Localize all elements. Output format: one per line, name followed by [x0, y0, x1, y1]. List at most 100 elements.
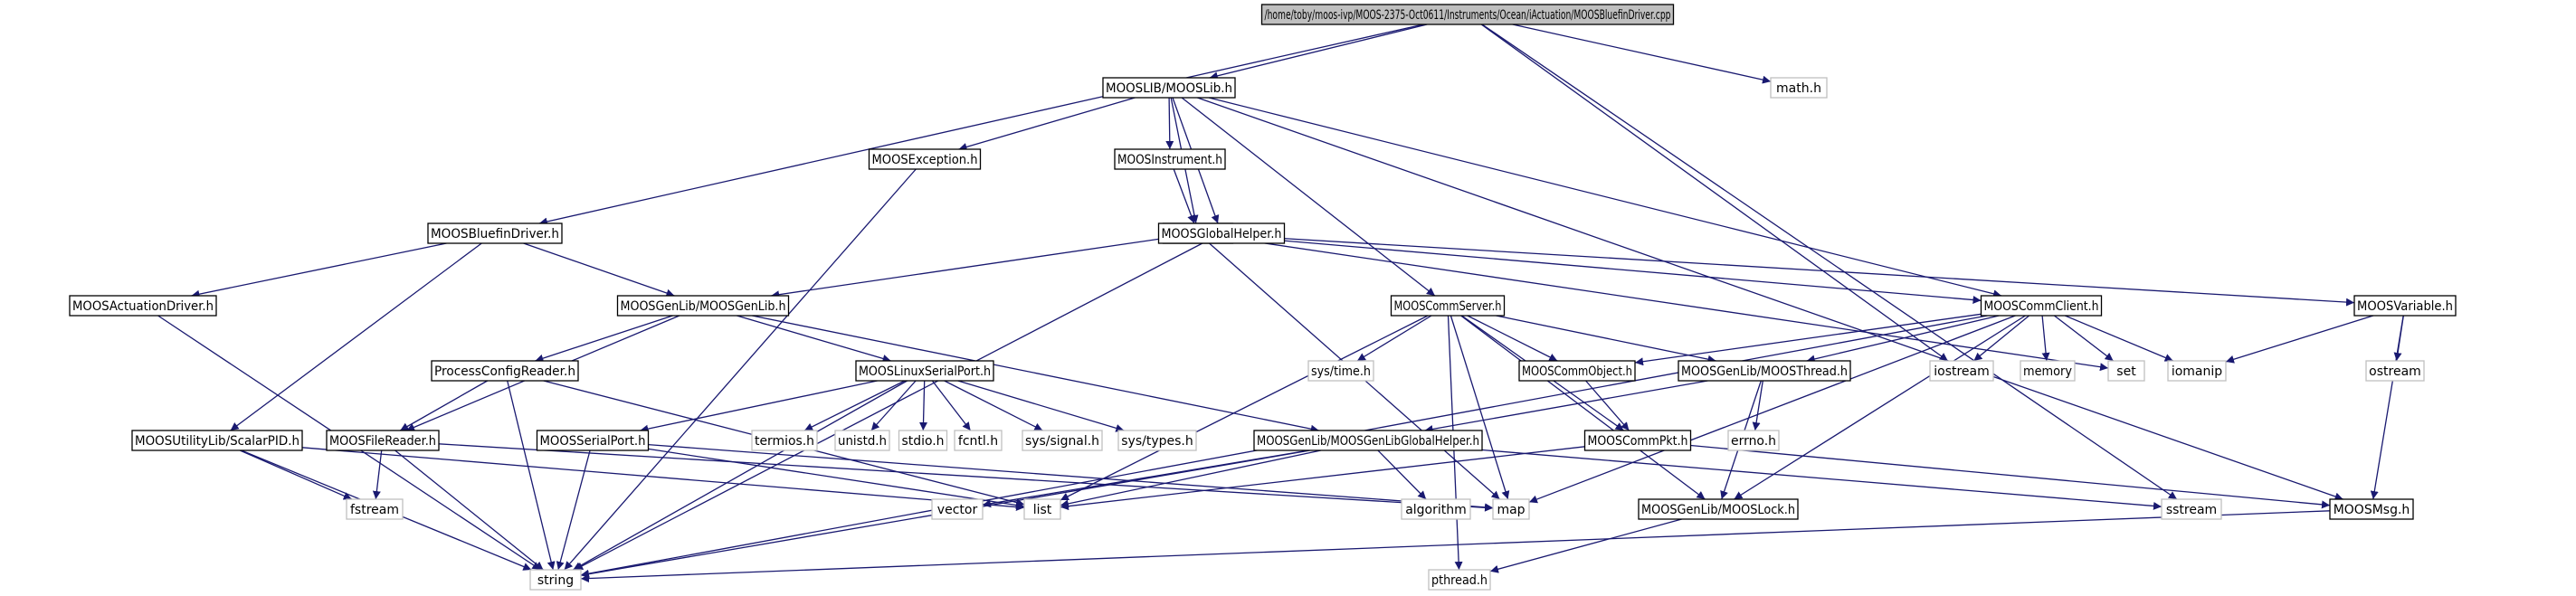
edge-commserver-to-moosthread — [1496, 315, 1716, 364]
node-box — [2353, 295, 2457, 317]
edge-linuxserial-to-unistd — [870, 380, 917, 431]
node-mooslib[interactable]: MOOSLIB/MOOSLib.h — [1102, 77, 1236, 99]
node-root[interactable]: /home/toby/moos-ivp/MOOS-2375-Oct0611/In… — [1260, 4, 1675, 25]
node-label: MOOSException.h — [872, 153, 978, 167]
node-moosmsg[interactable]: MOOSMsg.h — [2329, 498, 2414, 520]
node-label: fcntl.h — [958, 434, 998, 449]
node-label: MOOSBluefinDriver.h — [431, 227, 559, 241]
node-box — [1678, 360, 1851, 382]
node-box — [616, 295, 790, 317]
edge-commserver-to-mooslock — [1460, 315, 1706, 500]
node-moosinstrument[interactable]: MOOSInstrument.h — [1114, 148, 1226, 170]
node-label: sstream — [2166, 503, 2217, 517]
edge-linuxserial-to-syssignal — [944, 380, 1043, 431]
edge-root-to-sstream — [1481, 24, 2178, 500]
node-label: math.h — [1776, 81, 1821, 96]
node-box — [529, 569, 582, 591]
node-ostream: ostream — [2365, 360, 2425, 382]
node-linuxserial[interactable]: MOOSLinuxSerialPort.h — [855, 360, 994, 382]
node-label: algorithm — [1405, 503, 1467, 517]
node-label: MOOSMsg.h — [2334, 503, 2410, 517]
node-box — [346, 498, 404, 520]
edge-scalarpid-to-list — [301, 447, 1025, 512]
edge-moosthread-to-globalhelperlib — [1424, 380, 1708, 433]
node-label: MOOSFileReader.h — [329, 434, 436, 449]
edge-mooslib-to-moosexception — [958, 97, 1136, 151]
node-box — [1157, 222, 1286, 244]
edge-root-to-bluefindriver — [538, 24, 1424, 226]
node-set: set — [2107, 360, 2145, 382]
node-label: map — [1497, 503, 1525, 517]
node-commobject[interactable]: MOOSCommObject.h — [1518, 360, 1636, 382]
edge-root-to-mathh — [1512, 24, 1772, 84]
edge-bluefindriver-to-actuationdriver — [191, 242, 447, 298]
node-label: MOOSSerialPort.h — [540, 434, 646, 449]
node-string: string — [529, 569, 582, 591]
node-box — [834, 430, 890, 451]
node-iomanip: iomanip — [2167, 360, 2227, 382]
edge-commclient-to-commobject — [1634, 313, 1982, 366]
node-serialport[interactable]: MOOSSerialPort.h — [536, 430, 650, 451]
node-vector: vector — [931, 498, 984, 520]
edge-bluefindriver-to-scalarpid — [230, 242, 482, 431]
node-commserver[interactable]: MOOSCommServer.h — [1390, 295, 1506, 317]
node-box — [131, 430, 303, 451]
node-box — [1023, 498, 1061, 520]
node-label: MOOSUtilityLib/ScalarPID.h — [135, 434, 299, 449]
edge-moosapp-to-moosvariable — [1232, 234, 2355, 307]
node-box — [868, 148, 982, 170]
node-fcntl: fcntl.h — [954, 430, 1003, 451]
node-moosvariable[interactable]: MOOSVariable.h — [2353, 295, 2457, 317]
node-moosexception[interactable]: MOOSException.h — [868, 148, 982, 170]
node-label: string — [537, 573, 574, 588]
edge-commclient-to-set — [2054, 315, 2114, 362]
node-sstream: sstream — [2161, 498, 2222, 520]
node-box — [1253, 430, 1483, 451]
edge-moosinstrument-to-moosapp — [1173, 168, 1195, 224]
node-box — [536, 430, 650, 451]
node-commclient[interactable]: MOOSCommClient.h — [1980, 295, 2103, 317]
node-box — [1770, 77, 1828, 99]
node-fstream: fstream — [346, 498, 404, 520]
edge-commserver-to-map — [1450, 315, 1510, 500]
edge-commclient-to-map — [1528, 315, 2016, 504]
node-label: MOOSLinuxSerialPort.h — [859, 364, 991, 379]
node-pthread: pthread.h — [1428, 569, 1491, 591]
edge-globalhelperlib-to-sstream — [1481, 449, 2163, 510]
node-scalarpid[interactable]: MOOSUtilityLib/ScalarPID.h — [131, 430, 303, 451]
node-systypes: sys/types.h — [1117, 430, 1197, 451]
edge-processconfig-to-string — [507, 380, 556, 571]
node-actuationdriver[interactable]: MOOSActuationDriver.h — [69, 295, 217, 317]
node-mathh: math.h — [1770, 77, 1828, 99]
node-box — [1102, 77, 1236, 99]
node-box — [1114, 148, 1226, 170]
node-layer: /home/toby/moos-ivp/MOOS-2375-Oct0611/In… — [69, 4, 2457, 591]
edge-commclient-to-memory — [2041, 315, 2050, 362]
node-label: sys/time.h — [1311, 364, 1371, 379]
edge-filereader-to-map — [438, 443, 1494, 512]
node-box — [2161, 498, 2222, 520]
node-box — [431, 360, 579, 382]
edge-moosthread-to-errno — [1752, 380, 1763, 431]
edge-commclient-to-mooslock — [1734, 315, 2026, 500]
node-processconfig[interactable]: ProcessConfigReader.h — [431, 360, 579, 382]
node-moosglobalhelper[interactable]: MOOSGlobalHelper.h — [1157, 222, 1286, 244]
node-filereader[interactable]: MOOSFileReader.h — [326, 430, 440, 451]
node-bluefindriver[interactable]: MOOSBluefinDriver.h — [427, 222, 563, 244]
node-label: MOOSGlobalHelper.h — [1162, 227, 1282, 241]
node-box — [1117, 430, 1197, 451]
node-label: errno.h — [1731, 434, 1776, 449]
node-moosthread[interactable]: MOOSGenLib/MOOSThread.h — [1678, 360, 1851, 382]
edge-commpkt-to-list — [1060, 446, 1585, 511]
edge-moosgenlib-to-globalhelperlib — [752, 315, 1319, 433]
node-box — [1022, 430, 1103, 451]
node-commpkt[interactable]: MOOSCommPkt.h — [1583, 430, 1692, 451]
node-moosgenlib[interactable]: MOOSGenLib/MOOSGenLib.h — [616, 295, 790, 317]
node-mooslock[interactable]: MOOSGenLib/MOOSLock.h — [1638, 498, 1799, 520]
node-globalhelperlib[interactable]: MOOSGenLib/MOOSGenLibGlobalHelper.h — [1253, 430, 1483, 451]
edge-commserver-to-commobject — [1467, 315, 1558, 362]
edge-moosgenlib-to-linuxserial — [737, 315, 891, 363]
node-box — [1929, 360, 1994, 382]
node-label: MOOSGenLib/MOOSThread.h — [1681, 364, 1848, 379]
